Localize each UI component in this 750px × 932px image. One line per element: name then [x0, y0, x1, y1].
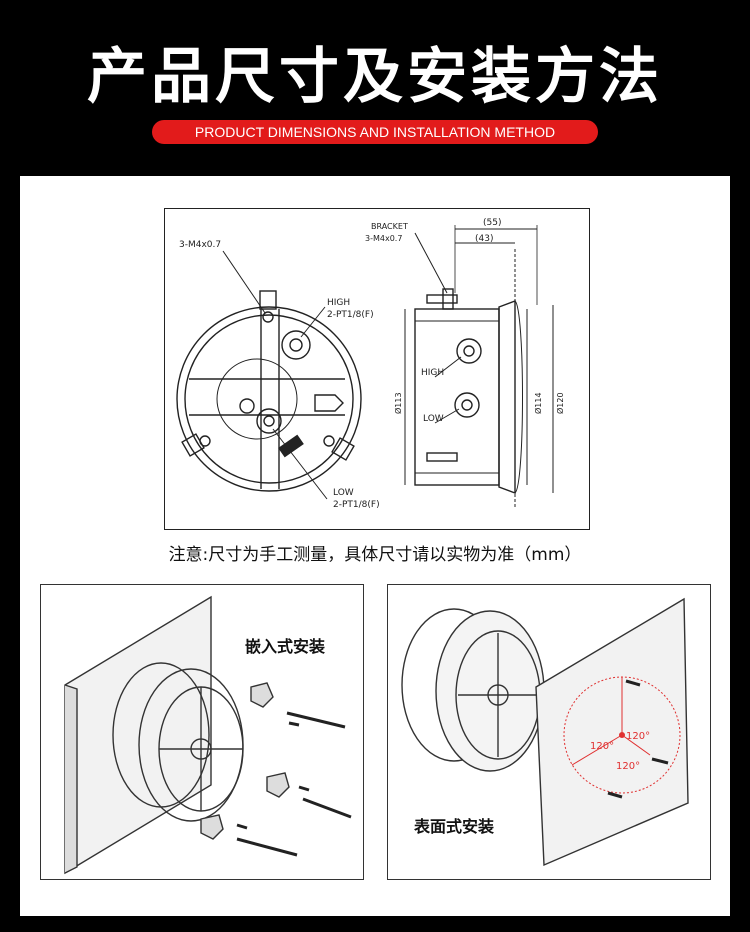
- embedded-screws: [236, 711, 352, 857]
- bracket-3: [200, 814, 224, 840]
- angle-label-right: 120°: [626, 731, 650, 742]
- mounting-circle: 120° 120° 120°: [563, 676, 681, 794]
- side-bracket-label: BRACKET: [371, 222, 408, 231]
- bracket-1: [250, 682, 274, 708]
- side-screw-top: [426, 294, 458, 304]
- subtitle-pill: PRODUCT DIMENSIONS AND INSTALLATION METH…: [152, 120, 598, 144]
- wall-panel: [64, 595, 212, 875]
- dim-55-label: (55): [483, 218, 501, 228]
- front-low-port: [256, 408, 282, 434]
- angle-label-left: 120°: [590, 741, 614, 752]
- dia-113-label: Ø113: [393, 392, 403, 414]
- side-high-port: [456, 338, 482, 364]
- front-inner-ring: [184, 314, 354, 484]
- side-low-label: LOW: [423, 414, 444, 424]
- surface-screws: [607, 679, 669, 799]
- side-flange: [498, 299, 516, 495]
- front-tab-top: [259, 290, 277, 310]
- bracket-2: [266, 772, 290, 798]
- front-screw-label: 3-M4x0.7: [179, 240, 221, 250]
- embedded-illustration: [64, 595, 352, 875]
- dim-43-label: (43): [475, 234, 493, 244]
- dimension-drawing: 3-M4x0.7 HIGH 2-PT1/8(F) LOW 2-PT1/8(F): [164, 208, 590, 530]
- front-outer-ring: [176, 306, 362, 492]
- dia-120-label: Ø120: [555, 392, 565, 414]
- page-title: 产品尺寸及安装方法: [87, 42, 663, 112]
- side-screw-bottom: [426, 452, 458, 462]
- angle-label-bottom: 120°: [616, 761, 640, 772]
- front-high-label: HIGH: [327, 298, 350, 308]
- side-bracket: [442, 288, 454, 310]
- side-high-label: HIGH: [421, 368, 444, 378]
- side-view: [404, 225, 554, 509]
- surface-illustration: 120° 120° 120°: [401, 597, 689, 867]
- dia-114-label: Ø114: [533, 392, 543, 414]
- surface-install-panel: 120° 120° 120° 表面式安装: [387, 584, 711, 880]
- side-screw-label: 3-M4x0.7: [365, 234, 402, 243]
- front-low-label: LOW: [333, 488, 354, 498]
- front-view: [176, 250, 362, 500]
- drawing-svg: 3-M4x0.7 HIGH 2-PT1/8(F) LOW 2-PT1/8(F): [176, 218, 565, 510]
- front-high-port: [281, 330, 311, 360]
- front-gauge-dial: [216, 358, 298, 440]
- surface-install-label: 表面式安装: [414, 817, 495, 836]
- embedded-install-panel: 嵌入式安装: [40, 584, 364, 880]
- surface-gauge-front: [435, 610, 545, 772]
- surface-wall-panel: [535, 597, 689, 867]
- front-tab-right: [331, 437, 355, 461]
- measurement-note: 注意:尺寸为手工测量，具体尺寸请以实物为准（mm）: [168, 545, 582, 565]
- header-banner: 产品尺寸及安装方法 PRODUCT DIMENSIONS AND INSTALL…: [0, 0, 750, 175]
- front-low-port-label: 2-PT1/8(F): [333, 500, 380, 510]
- front-high-port-label: 2-PT1/8(F): [327, 310, 374, 320]
- side-low-port: [454, 392, 480, 418]
- embedded-install-label: 嵌入式安装: [245, 637, 326, 656]
